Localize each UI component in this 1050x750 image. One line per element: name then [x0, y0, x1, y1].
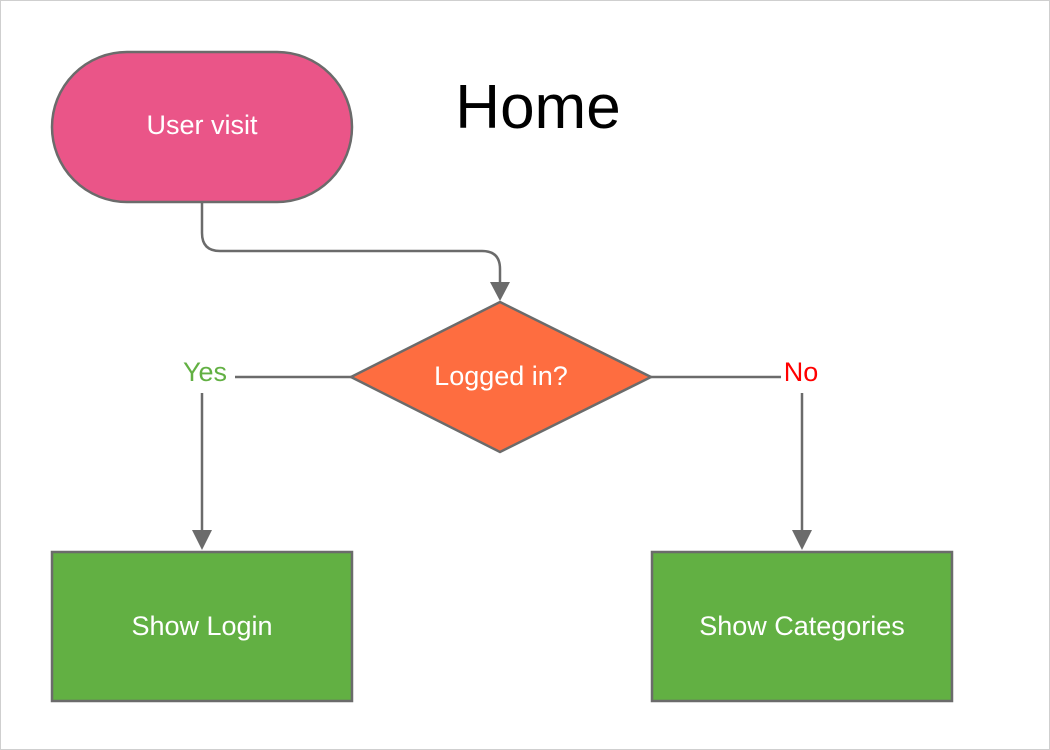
node-logged-in[interactable]: Logged in?: [348, 300, 654, 454]
node-show-categories[interactable]: Show Categories: [650, 550, 954, 703]
arrowhead-icon: [192, 530, 212, 550]
diamond-shape: [348, 300, 654, 454]
arrowhead-icon: [490, 282, 510, 301]
node-label-user-visit: User visit: [146, 110, 258, 140]
edge-no-branch: No: [651, 357, 818, 550]
edge-start-to-decision: [200, 202, 510, 301]
diagram-title: Home: [455, 73, 620, 142]
terminator-shape: [50, 50, 354, 204]
edge-label-no: No: [784, 357, 819, 387]
edge-label-yes: Yes: [183, 357, 227, 387]
process-shape: [50, 550, 354, 703]
node-label-show-categories: Show Categories: [699, 611, 905, 641]
node-label-logged-in: Logged in?: [434, 361, 568, 391]
arrowhead-icon: [792, 530, 812, 550]
node-user-visit[interactable]: User visit: [50, 50, 354, 204]
edge-yes-branch: Yes: [183, 357, 352, 550]
node-label-show-login: Show Login: [131, 611, 272, 641]
edge-line: [200, 202, 502, 283]
process-shape: [650, 550, 954, 703]
node-show-login[interactable]: Show Login: [50, 550, 354, 703]
